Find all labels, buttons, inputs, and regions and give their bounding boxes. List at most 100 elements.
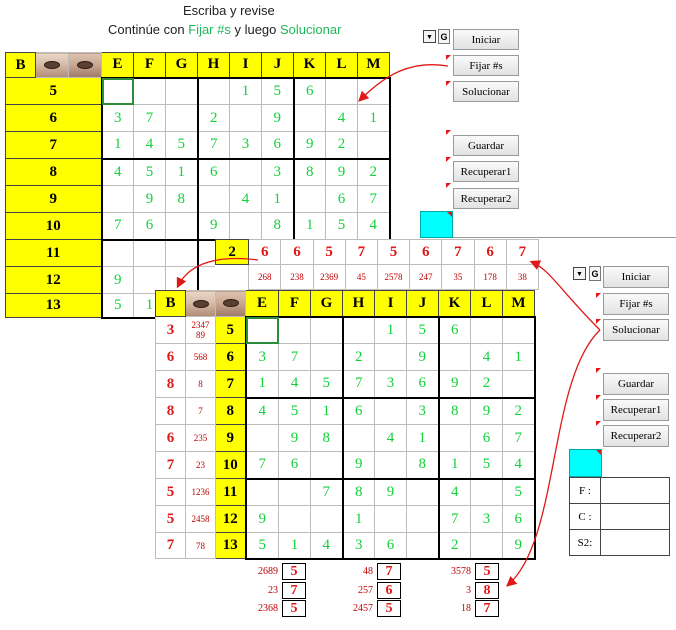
cell-r6-c2[interactable] xyxy=(165,104,198,132)
front-cell-r8-c0[interactable]: 4 xyxy=(244,396,279,425)
cell-r7-c5[interactable]: 6 xyxy=(261,131,294,159)
front-cell-r5-c3[interactable] xyxy=(341,315,375,344)
front-cell-r9-c1[interactable]: 9 xyxy=(278,424,311,452)
cell-r7-c6[interactable]: 9 xyxy=(292,131,326,159)
front-cell-r7-c0[interactable]: 1 xyxy=(244,370,279,398)
g-button[interactable]: G xyxy=(438,29,450,44)
front-cell-r12-c3[interactable]: 1 xyxy=(341,505,375,533)
front-cell-r9-c4[interactable]: 4 xyxy=(374,424,407,452)
front-cell-r12-c4[interactable] xyxy=(374,505,407,533)
cell-r5-c4[interactable]: 1 xyxy=(229,76,262,105)
front-cell-r11-c8[interactable]: 5 xyxy=(502,477,536,506)
cell-r9-c0[interactable] xyxy=(100,185,134,213)
cell-r7-c3[interactable]: 7 xyxy=(196,131,230,159)
cell-r7-c8[interactable] xyxy=(357,131,391,159)
front-cell-r7-c1[interactable]: 4 xyxy=(278,370,311,398)
front-cell-r12-c8[interactable]: 6 xyxy=(502,505,536,533)
cell-r9-c8[interactable]: 7 xyxy=(357,185,391,213)
recuperar2-button[interactable]: Recuperar2 xyxy=(453,188,519,209)
front-cell-r5-c2[interactable] xyxy=(310,315,343,344)
cell-r8-c5[interactable]: 3 xyxy=(261,157,294,186)
cell-r8-c6[interactable]: 8 xyxy=(292,157,326,186)
front-cell-r11-c7[interactable] xyxy=(470,477,503,506)
front-cell-r8-c8[interactable]: 2 xyxy=(502,396,536,425)
front-cell-r5-c5[interactable]: 5 xyxy=(406,315,439,344)
cell-r9-c7[interactable]: 6 xyxy=(325,185,358,213)
front-cell-r11-c0[interactable] xyxy=(244,477,279,506)
front-cell-r7-c7[interactable]: 2 xyxy=(470,370,503,398)
cell-r5-c1[interactable] xyxy=(133,76,166,105)
cell-r5-c3[interactable] xyxy=(196,76,230,105)
front-cell-r13-c4[interactable]: 6 xyxy=(374,532,407,560)
front-cell-r6-c4[interactable] xyxy=(374,343,407,371)
front-cell-r6-c5[interactable]: 9 xyxy=(406,343,439,371)
cell-r5-c6[interactable]: 6 xyxy=(292,76,326,105)
recuperar1-button[interactable]: Recuperar1 xyxy=(453,161,519,182)
cell-r8-c7[interactable]: 9 xyxy=(325,157,358,186)
fijar-button[interactable]: Fijar #s xyxy=(453,55,519,76)
cell-r8-c0[interactable]: 4 xyxy=(100,157,134,186)
front-cell-r9-c3[interactable] xyxy=(341,424,375,452)
front-cell-r13-c6[interactable]: 2 xyxy=(437,532,471,560)
front-cell-r10-c6[interactable]: 1 xyxy=(437,451,471,479)
cell-r6-c8[interactable]: 1 xyxy=(357,104,391,132)
cell-r10-c2[interactable] xyxy=(165,212,198,240)
front-cell-r10-c8[interactable]: 4 xyxy=(502,451,536,479)
front-cell-r12-c2[interactable] xyxy=(310,505,343,533)
cell-r8-c8[interactable]: 2 xyxy=(357,157,391,186)
front-cell-r13-c2[interactable]: 4 xyxy=(310,532,343,560)
front-cell-r10-c7[interactable]: 5 xyxy=(470,451,503,479)
front-cell-r12-c0[interactable]: 9 xyxy=(244,505,279,533)
cell-r10-c8[interactable]: 4 xyxy=(357,212,391,240)
front-cell-r8-c4[interactable] xyxy=(374,396,407,425)
front-cell-r10-c0[interactable]: 7 xyxy=(244,451,279,479)
front-cell-r8-c3[interactable]: 6 xyxy=(341,396,375,425)
front-cell-r11-c6[interactable]: 4 xyxy=(437,477,471,506)
front-cell-r7-c4[interactable]: 3 xyxy=(374,370,407,398)
front-cyan-cell[interactable] xyxy=(569,449,602,477)
front-cell-r10-c1[interactable]: 6 xyxy=(278,451,311,479)
cell-r5-c2[interactable] xyxy=(165,76,198,105)
front-cell-r6-c8[interactable]: 1 xyxy=(502,343,536,371)
front-cell-r5-c7[interactable] xyxy=(470,315,503,344)
cell-r7-c0[interactable]: 1 xyxy=(100,131,134,159)
s2-field[interactable] xyxy=(600,529,670,556)
cell-r10-c5[interactable]: 8 xyxy=(261,212,294,240)
cell-r6-c4[interactable] xyxy=(229,104,262,132)
front-cell-r6-c1[interactable]: 7 xyxy=(278,343,311,371)
cell-r8-c2[interactable]: 1 xyxy=(165,157,198,186)
front-recuperar1-button[interactable]: Recuperar1 xyxy=(603,399,669,421)
cell-r10-c4[interactable] xyxy=(229,212,262,240)
dropdown-icon[interactable]: ▼ xyxy=(423,30,436,43)
front-cell-r12-c6[interactable]: 7 xyxy=(437,505,471,533)
cell-r10-c0[interactable]: 7 xyxy=(100,212,134,240)
front-cell-r5-c6[interactable]: 6 xyxy=(437,315,471,344)
g-button[interactable]: G xyxy=(589,266,601,281)
front-cell-r5-c4[interactable]: 1 xyxy=(374,315,407,344)
f-field[interactable] xyxy=(600,477,670,504)
front-cell-r7-c5[interactable]: 6 xyxy=(406,370,439,398)
front-cell-r13-c8[interactable]: 9 xyxy=(502,532,536,560)
front-cell-r11-c5[interactable] xyxy=(406,477,439,506)
front-cell-r5-c0[interactable] xyxy=(244,315,279,344)
cell-r7-c7[interactable]: 2 xyxy=(325,131,358,159)
front-cell-r7-c8[interactable] xyxy=(502,370,536,398)
front-solucionar-button[interactable]: Solucionar xyxy=(603,319,669,341)
cell-r8-c4[interactable] xyxy=(229,157,262,186)
front-cell-r8-c7[interactable]: 9 xyxy=(470,396,503,425)
front-iniciar-button[interactable]: Iniciar xyxy=(603,266,669,288)
front-cell-r11-c1[interactable] xyxy=(278,477,311,506)
dropdown-icon[interactable]: ▼ xyxy=(573,267,586,280)
cell-r8-c1[interactable]: 5 xyxy=(133,157,166,186)
cell-r5-c0[interactable] xyxy=(100,76,134,105)
cell-r5-c5[interactable]: 5 xyxy=(261,76,294,105)
cell-r6-c1[interactable]: 7 xyxy=(133,104,166,132)
cell-r12-c0[interactable]: 9 xyxy=(100,266,134,294)
cell-r6-c7[interactable]: 4 xyxy=(325,104,358,132)
cell-r11-c1[interactable] xyxy=(133,238,166,267)
c-field[interactable] xyxy=(600,503,670,530)
cell-r7-c2[interactable]: 5 xyxy=(165,131,198,159)
cell-r6-c3[interactable]: 2 xyxy=(196,104,230,132)
front-cell-r6-c7[interactable]: 4 xyxy=(470,343,503,371)
cell-r5-c8[interactable] xyxy=(357,76,391,105)
